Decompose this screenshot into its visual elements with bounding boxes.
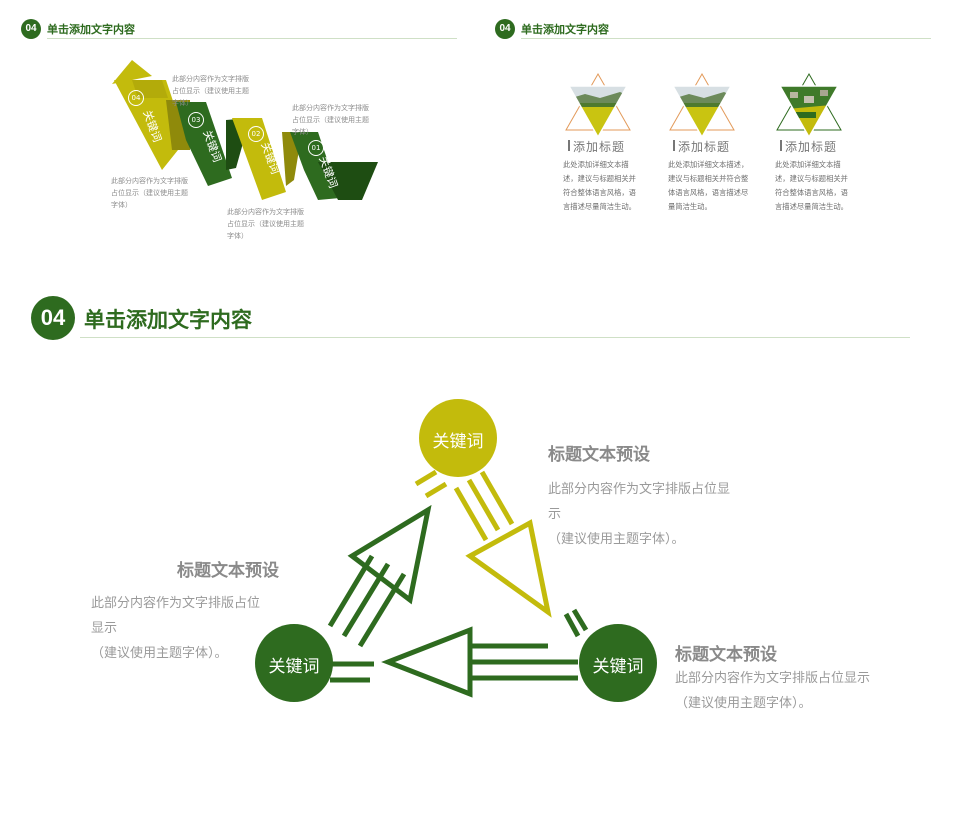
arrow-head (112, 60, 152, 84)
card-title-bar (780, 140, 782, 151)
header-divider (521, 38, 931, 39)
text-block-body: 此部分内容作为文字排版占位 显示 （建议使用主题字体）。 (91, 596, 261, 661)
node-label-top: 关键词 (432, 432, 484, 452)
text-block-title: 标题文本预设 (177, 561, 279, 581)
note-text: 此部分内容作为文字排版 占位显示（建议使用主题 字体） (172, 75, 249, 107)
zigzag-band-01 (290, 132, 340, 200)
note-text: 此部分内容作为文字排版 占位显示（建议使用主题 字体） (227, 208, 304, 240)
card-body: 此处添加详细文本描述， 建议与标题相关并符合整 体语言风格，语言描述尽 量简洁生… (668, 160, 749, 211)
card-title: 添加标题 (573, 140, 626, 154)
section-number-badge: 04 (31, 296, 75, 340)
text-block-body: 此部分内容作为文字排版占位显 示 （建议使用主题字体）。 (548, 482, 731, 547)
text-block-title: 标题文本预设 (548, 445, 650, 465)
card-body: 此处添加详细文本描 述，建议与标题相关并 符合整体语言风格，语 言描述尽量简洁生… (775, 160, 848, 211)
section-number-badge: 04 (21, 19, 41, 39)
arrow-left-to-top (327, 504, 432, 648)
card-title-bar (673, 140, 675, 151)
text-block-body: 此部分内容作为文字排版占位显示 （建议使用主题字体）。 (675, 671, 871, 711)
card-title: 添加标题 (785, 140, 838, 154)
arrow-top-to-right (414, 469, 552, 618)
header-divider (47, 38, 457, 39)
card-body: 此处添加详细文本描 述，建议与标题相关并 符合整体语言风格，语 言描述尽量简洁生… (563, 160, 636, 211)
arrow-right-to-left (330, 608, 589, 698)
card-title-bar (568, 140, 570, 151)
step-badge-03: 03 (188, 112, 204, 128)
text-block-title: 标题文本预设 (675, 645, 777, 665)
step-badge-02: 02 (248, 126, 264, 142)
card-title: 添加标题 (678, 140, 731, 154)
node-left (255, 624, 333, 702)
node-right (579, 624, 657, 702)
section-title: 单击添加文字内容 (84, 308, 252, 332)
step-badge-04: 04 (128, 90, 144, 106)
section-number-badge: 04 (495, 19, 515, 39)
header-divider (80, 337, 910, 338)
step-badge-01: 01 (308, 140, 324, 156)
node-label-left: 关键词 (268, 657, 320, 677)
note-text: 此部分内容作为文字排版 占位显示（建议使用主题 字体） (292, 104, 369, 136)
node-top (419, 399, 497, 477)
zigzag-band-02 (232, 118, 286, 200)
section-title: 单击添加文字内容 (47, 23, 135, 36)
node-label-right: 关键词 (592, 657, 644, 677)
note-text: 此部分内容作为文字排版 占位显示（建议使用主题 字体） (111, 177, 188, 209)
section-title: 单击添加文字内容 (521, 23, 609, 36)
